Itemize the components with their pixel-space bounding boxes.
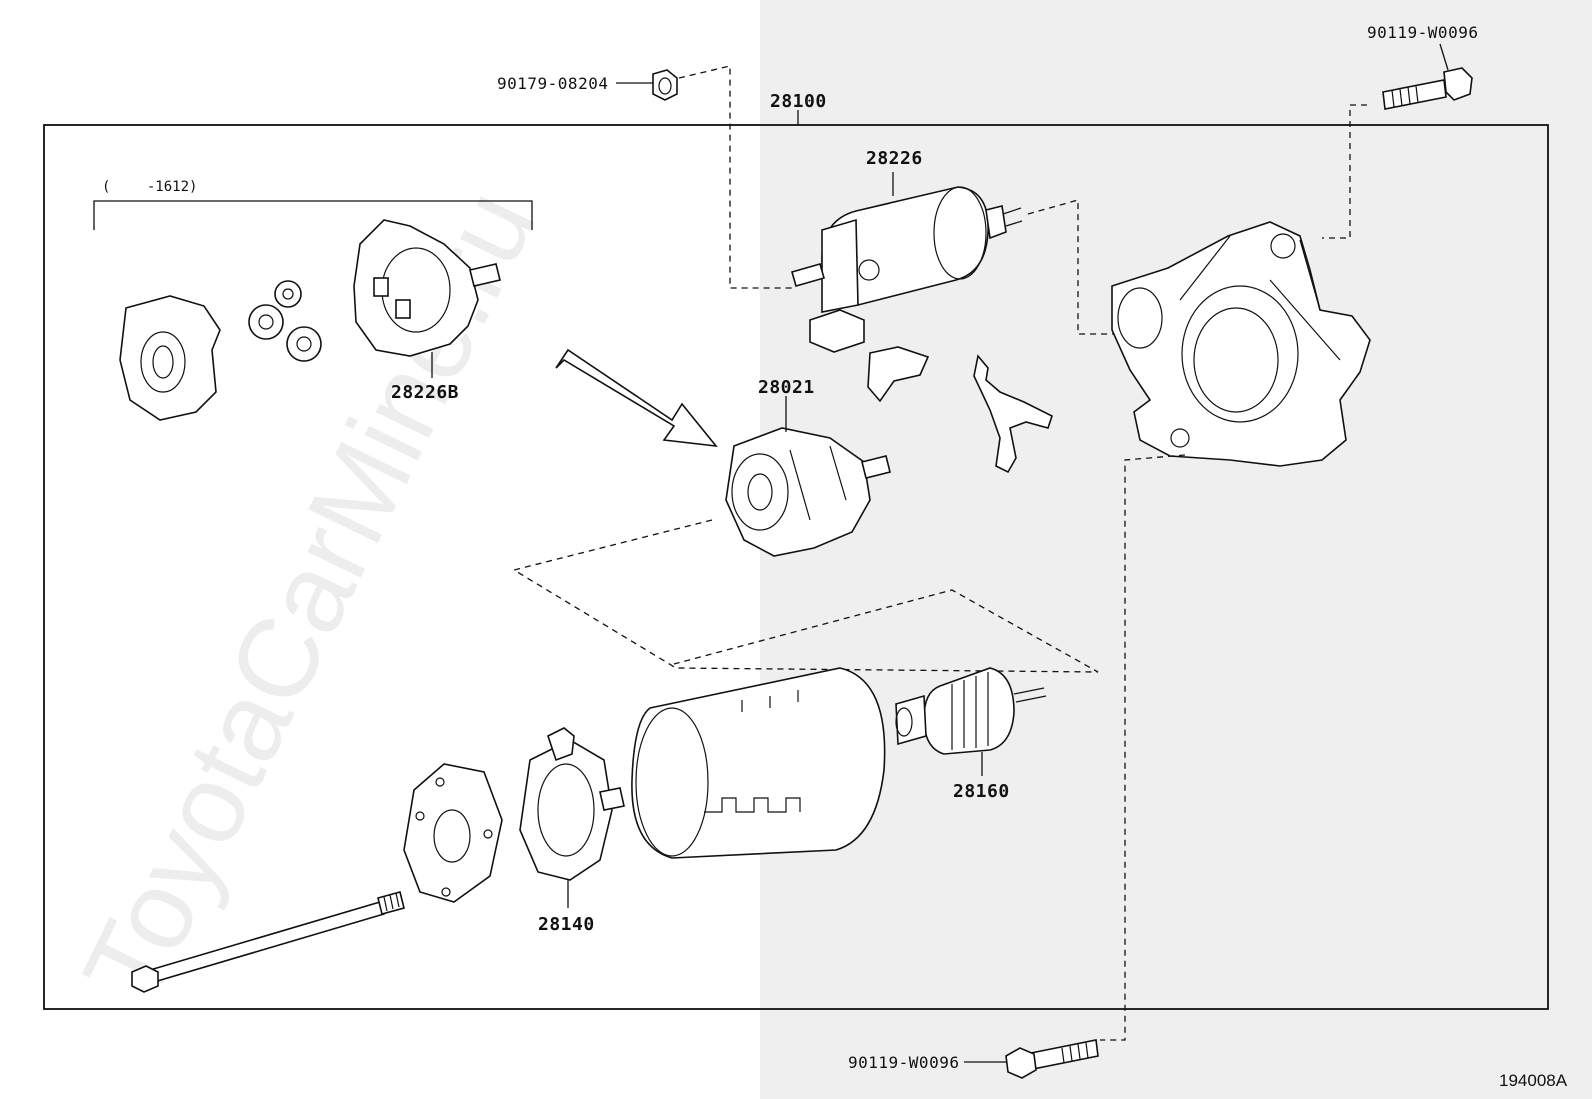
range-bracket — [93, 200, 533, 230]
assembly-label: 28100 — [770, 91, 827, 112]
armature-label[interactable]: 28160 — [953, 781, 1010, 802]
brush-holder-part[interactable] — [725, 427, 891, 557]
end-frame-part[interactable] — [519, 727, 625, 881]
assembly-frame — [43, 124, 1549, 1010]
end-frame-label[interactable]: 28140 — [538, 914, 595, 935]
bolt-bottom-part[interactable] — [1005, 1039, 1099, 1079]
drive-lever[interactable] — [973, 354, 1053, 474]
watermark: ToyotaCarMine.ru — [59, 171, 559, 1020]
bolt-top-part[interactable] — [1382, 67, 1473, 110]
shaded-panel — [760, 0, 1592, 1099]
pinion-gear-2[interactable] — [286, 326, 322, 362]
nut-leader — [678, 65, 795, 289]
replacement-arrow — [555, 348, 718, 448]
housing-leader — [1100, 454, 1186, 1041]
pinion-gear-1[interactable] — [248, 304, 284, 340]
end-cover-part[interactable] — [119, 295, 221, 421]
solenoid-part[interactable] — [791, 186, 1023, 353]
bolt-top-label[interactable]: 90119-W0096 — [1367, 23, 1478, 42]
bolt-bottom-label[interactable]: 90119-W0096 — [848, 1053, 959, 1072]
yoke-part[interactable] — [631, 667, 886, 859]
lever-cap[interactable] — [867, 346, 930, 403]
drive-housing-part[interactable] — [1111, 221, 1371, 467]
nut-part[interactable] — [652, 69, 678, 101]
figure-id: 194008A — [1499, 1071, 1568, 1090]
pinion-gear-3[interactable] — [274, 280, 302, 308]
range-note: ( -1612) — [102, 179, 197, 195]
through-bolt-part[interactable] — [131, 891, 405, 993]
solenoid-leader — [1027, 199, 1122, 335]
projection-lines — [512, 519, 1099, 673]
brush-holder-old-part[interactable] — [353, 219, 501, 357]
brush-holder-label[interactable]: 28021 — [758, 377, 815, 398]
solenoid-label[interactable]: 28226 — [866, 148, 923, 169]
nut-label[interactable]: 90179-08204 — [497, 74, 608, 93]
brush-holder-old-label[interactable]: 28226B — [391, 382, 459, 403]
end-plate-part[interactable] — [403, 763, 503, 903]
armature-part[interactable] — [895, 667, 1047, 755]
